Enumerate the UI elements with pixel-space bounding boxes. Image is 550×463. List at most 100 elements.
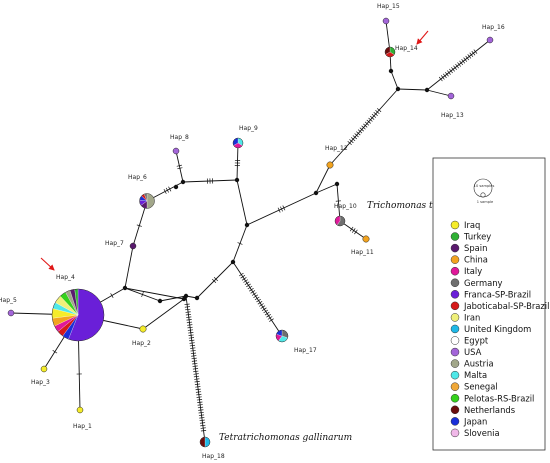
mutation-tick bbox=[199, 417, 205, 419]
haplotype-node-hap-18 bbox=[199, 436, 211, 448]
mutation-tick bbox=[469, 52, 474, 58]
mutation-tick bbox=[455, 63, 459, 69]
haplotype-label: Hap_5 bbox=[0, 297, 17, 304]
legend-entry: Pelotas-RS-Brazil bbox=[450, 393, 534, 403]
mutation-tick bbox=[363, 123, 368, 128]
mutation-tick bbox=[282, 205, 286, 211]
median-vector bbox=[244, 222, 250, 228]
mutation-tick bbox=[376, 108, 382, 113]
mutation-tick bbox=[163, 188, 167, 194]
pie-outline bbox=[334, 215, 346, 227]
mutation-tick bbox=[191, 357, 197, 360]
mutation-tick bbox=[471, 50, 476, 56]
species-label-tenax: Trichomonas tenax bbox=[367, 201, 454, 211]
haplotype-node-hap-3 bbox=[40, 365, 48, 373]
mutation-tick bbox=[447, 70, 451, 75]
pie-outline bbox=[199, 436, 211, 448]
mutation-tick bbox=[457, 62, 462, 67]
mutation-tick bbox=[199, 419, 205, 422]
median-vector bbox=[388, 68, 394, 74]
mutation-tick bbox=[191, 355, 197, 357]
mutation-tick bbox=[351, 228, 356, 233]
mutation-tick bbox=[211, 278, 217, 284]
haplotype-node-hap-2 bbox=[139, 325, 147, 333]
mutation-tick bbox=[277, 207, 281, 213]
haplotype-node-hap-1 bbox=[76, 406, 84, 414]
legend: 10 samples 1 sample IraqTurkeySpainChina… bbox=[432, 157, 549, 451]
pie-slice bbox=[139, 325, 147, 333]
network-edge bbox=[397, 88, 428, 91]
haplotype-node-hap-15 bbox=[382, 17, 390, 25]
legend-entry: Germany bbox=[450, 278, 503, 288]
network-edge bbox=[132, 200, 148, 247]
legend-label: Franca-SP-Brazil bbox=[464, 289, 531, 299]
network-edge bbox=[426, 89, 452, 97]
legend-entry: United Kingdom bbox=[450, 324, 531, 334]
legend-label: Slovenia bbox=[464, 428, 500, 438]
legend-entry: Malta bbox=[450, 370, 487, 380]
legend-entry: Iran bbox=[450, 312, 480, 322]
mutation-tick bbox=[198, 409, 204, 411]
legend-entry: Egypt bbox=[450, 336, 489, 346]
mutation-tick bbox=[200, 427, 206, 429]
mutation-tick bbox=[449, 68, 453, 74]
legend-label: China bbox=[464, 255, 488, 265]
mutation-tick bbox=[438, 76, 443, 82]
network-edge bbox=[232, 261, 283, 337]
mutation-tick bbox=[251, 292, 257, 296]
mutation-tick bbox=[461, 59, 466, 64]
mutation-tick bbox=[196, 396, 202, 398]
mutation-tick bbox=[198, 414, 205, 416]
legend-entry: China bbox=[450, 255, 488, 265]
mutation-tick bbox=[241, 277, 247, 281]
mutation-tick bbox=[200, 424, 206, 427]
legend-swatch bbox=[450, 266, 460, 276]
scale-small-label: 1 sample bbox=[477, 200, 494, 204]
network-edge bbox=[315, 183, 338, 194]
mutation-tick bbox=[368, 117, 373, 122]
haplotype-node-hap-5 bbox=[7, 309, 15, 317]
legend-label: Iraq bbox=[464, 220, 480, 230]
mutation-tick bbox=[186, 316, 192, 318]
mutation-tick bbox=[373, 111, 378, 116]
mutation-tick bbox=[185, 311, 191, 313]
haplotype-label: Hap_12 bbox=[325, 145, 348, 152]
pie-slice bbox=[76, 406, 84, 414]
mutation-tick bbox=[191, 360, 198, 362]
mutation-tick bbox=[190, 352, 197, 355]
mutation-tick bbox=[176, 164, 182, 167]
mutation-tick bbox=[359, 127, 364, 132]
haplotype-label: Hap_14 bbox=[395, 45, 418, 52]
mutation-tick bbox=[357, 129, 363, 134]
mutation-tick bbox=[188, 337, 195, 339]
network-edge bbox=[142, 298, 185, 330]
mutation-tick bbox=[352, 135, 358, 140]
haplotype-label: Hap_2 bbox=[132, 340, 151, 347]
mutation-tick bbox=[196, 393, 202, 396]
pie-slice bbox=[40, 365, 48, 373]
mutation-tick bbox=[364, 121, 370, 126]
pie-slice bbox=[7, 309, 15, 317]
haplotype-node-hap-16 bbox=[486, 36, 494, 44]
mutation-tick bbox=[193, 373, 199, 375]
haplotype-label: Hap_15 bbox=[377, 3, 400, 10]
legend-swatch bbox=[450, 255, 460, 264]
mutation-tick bbox=[189, 344, 196, 347]
legend-entry: Jaboticabal-SP-Brazil bbox=[450, 301, 549, 311]
mutation-tick bbox=[254, 296, 260, 301]
legend-swatch bbox=[450, 417, 460, 426]
mutation-tick bbox=[356, 131, 361, 136]
mutation-tick bbox=[197, 404, 203, 406]
mutation-tick bbox=[354, 229, 358, 235]
median-vector bbox=[234, 177, 240, 183]
pie-outline bbox=[275, 329, 289, 343]
mutation-tick bbox=[195, 386, 201, 388]
network-edge bbox=[339, 220, 367, 240]
legend-swatch bbox=[450, 301, 460, 311]
legend-entry: Franca-SP-Brazil bbox=[450, 289, 531, 299]
mutation-tick bbox=[350, 137, 356, 142]
mutation-tick bbox=[246, 283, 251, 288]
mutation-tick bbox=[260, 305, 266, 309]
haplotype-node-hap-9 bbox=[232, 137, 244, 149]
network-edge bbox=[336, 183, 341, 222]
